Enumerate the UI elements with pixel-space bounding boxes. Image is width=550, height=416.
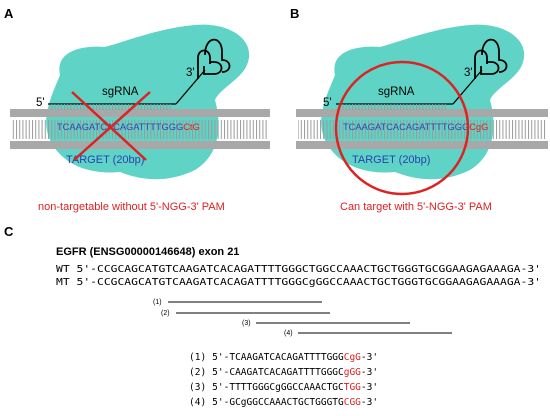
guide-1: (1)5'-TCAAGATCACAGATTTTGGGCgG-3' [189,352,378,363]
target-seq-blue-a: TCAAGATCACAGATTTTGGG [57,122,183,132]
track-label-2: (2) [161,310,170,317]
cas9-protein-b [321,24,525,180]
panel-c-letter: C [4,224,14,239]
guide-tracks: (1) (2) (3) (4) [153,299,452,337]
gene-title: EGFR (ENSG00000146648) exon 21 [56,246,239,258]
three-prime-label-a: 3' [186,67,195,79]
mt-sequence: MT 5'-CCGCAGCATGTCAAGATCACAGATTTTGGGCgGG… [56,277,541,288]
five-prime-label-a: 5' [36,97,45,109]
guide-list: (1)5'-TCAAGATCACAGATTTTGGGCgG-3' (2)5'-C… [189,352,378,408]
cross-mark-icon [71,91,151,161]
panel-b-letter: B [290,6,299,21]
panel-c: C EGFR (ENSG00000146648) exon 21 WT 5'-C… [4,224,541,408]
dna-top-strand-a [10,109,270,117]
panel-a-letter: A [4,6,14,21]
sgrna-a [48,38,231,110]
dna-base-pairs-b [298,120,546,139]
caption-a: non-targetable without 5'-NGG-3' PAM [38,201,225,213]
target-sequence-b: TCAAGATCACAGATTTTGGGCgG [343,122,488,132]
guide-3: (3)5'-TTTTGGGCgGGCCAAACTGCTGG-3' [189,382,378,393]
target-label-a: TARGET (20bp) [66,154,144,166]
sgrna-b [336,38,508,110]
dna-top-strand-b [296,109,548,117]
panel-a: A 3' 5' sgRNA TCAAGATCACAGATTTTGGGCtG TA… [4,6,270,213]
target-sequence-a: TCAAGATCACAGATTTTGGGCtG [57,122,200,132]
dna-base-pairs-a [12,120,268,139]
dna-bottom-strand-b [296,141,548,149]
target-seq-blue-b: TCAAGATCACAGATTTTGGG [343,122,469,132]
guide-4: (4)5'-GCgGGCCAAACTGCTGGGTGCGG-3' [189,397,378,408]
pam-seq-a: CtG [183,122,200,132]
pam-3: TGG [344,382,361,393]
track-label-3: (3) [242,320,251,327]
five-prime-label-b: 5' [323,97,332,109]
target-label-b: TARGET (20bp) [352,154,430,166]
target-circle-icon [334,60,470,196]
wt-sequence: WT 5'-CCGCAGCATGTCAAGATCACAGATTTTGGGCTGG… [56,264,541,275]
pam-2: gGG [344,367,361,378]
track-label-1: (1) [153,299,162,306]
caption-b: Can target with 5'-NGG-3' PAM [340,201,492,213]
guide-2: (2)5'-CAAGATCACAGATTTTGGGCgGG-3' [189,367,378,378]
track-label-4: (4) [284,330,293,337]
panel-b: B 3' 5' sgRNA TCAAGATCACAGATTTTGGGCgG TA… [290,6,548,213]
pam-4: CGG [344,397,361,408]
sgrna-label-a: sgRNA [102,86,139,98]
sgrna-label-b: sgRNA [378,86,415,98]
dna-bottom-strand-a [10,141,270,149]
three-prime-label-b: 3' [464,67,473,79]
pam-1: CgG [344,352,361,363]
pam-seq-b: CgG [469,122,488,132]
